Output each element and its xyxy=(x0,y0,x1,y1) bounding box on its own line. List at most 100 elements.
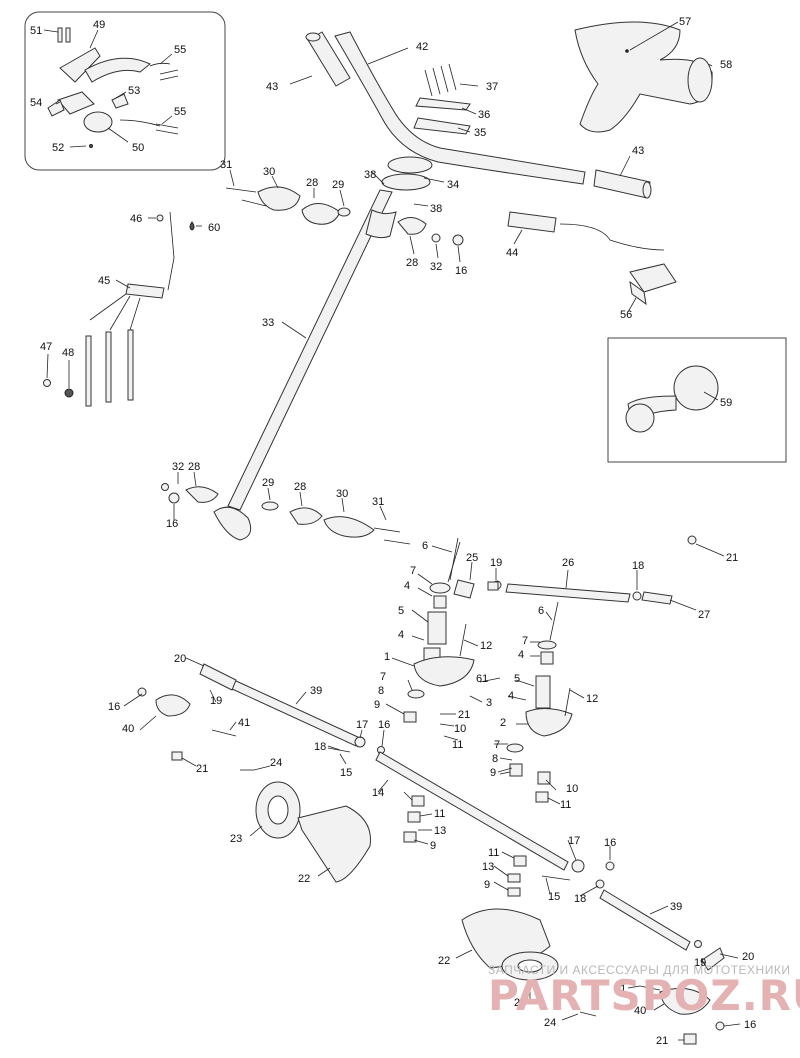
switch-assembly-drawing xyxy=(47,27,179,148)
leader-lines xyxy=(43,21,741,1041)
callout-9b: 9 xyxy=(490,767,496,779)
callout-53: 53 xyxy=(128,85,140,97)
callout-19c: 19 xyxy=(694,957,706,969)
callout-8: 8 xyxy=(378,685,384,697)
callout-36: 36 xyxy=(478,109,490,121)
callout-42: 42 xyxy=(416,41,428,53)
callout-17b: 17 xyxy=(568,835,580,847)
callout-labels: 51 49 55 53 54 50 52 55 57 58 42 43 37 3… xyxy=(30,16,756,1047)
callout-15b: 15 xyxy=(548,891,560,903)
callout-11d: 11 xyxy=(488,847,499,859)
callout-10b: 10 xyxy=(566,783,578,795)
callout-22: 22 xyxy=(298,873,310,885)
callout-7: 7 xyxy=(410,565,416,577)
callout-9d: 9 xyxy=(484,879,490,891)
callout-11b: 11 xyxy=(560,799,571,811)
cable-drawing xyxy=(43,211,195,407)
callout-19b: 19 xyxy=(210,695,222,707)
callout-20b: 20 xyxy=(742,951,754,963)
callout-38b: 38 xyxy=(430,203,442,215)
callout-21b: 21 xyxy=(458,709,470,721)
callout-24b: 24 xyxy=(544,1017,556,1029)
callout-45: 45 xyxy=(98,275,110,287)
callout-55b: 55 xyxy=(174,106,186,118)
callout-18: 18 xyxy=(632,560,644,572)
callout-40: 40 xyxy=(122,723,134,735)
callout-20: 20 xyxy=(174,653,186,665)
callout-28d: 28 xyxy=(294,481,306,493)
callout-29: 29 xyxy=(332,179,344,191)
callout-32: 32 xyxy=(430,261,442,273)
callout-22b: 22 xyxy=(438,955,450,967)
callout-58: 58 xyxy=(720,59,732,71)
callout-15: 15 xyxy=(340,767,352,779)
callout-57: 57 xyxy=(679,16,691,28)
callout-5b: 5 xyxy=(514,673,520,685)
callout-23: 23 xyxy=(230,833,242,845)
callout-31b: 31 xyxy=(372,496,384,508)
callout-19: 19 xyxy=(490,557,502,569)
callout-43: 43 xyxy=(266,81,278,93)
callout-6b: 6 xyxy=(538,605,544,617)
callout-59: 59 xyxy=(720,397,732,409)
callout-12: 12 xyxy=(480,640,492,652)
callout-9c: 9 xyxy=(430,840,436,852)
watermark-logo: PARTSPOZ.RU xyxy=(488,971,800,1020)
callout-49: 49 xyxy=(93,19,105,31)
callout-35: 35 xyxy=(474,127,486,139)
handlebar-drawing xyxy=(305,31,652,199)
callout-7d: 7 xyxy=(494,739,500,751)
callout-34: 34 xyxy=(447,179,459,191)
callout-7c: 7 xyxy=(380,671,386,683)
callout-30b: 30 xyxy=(336,488,348,500)
callout-28: 28 xyxy=(306,177,318,189)
watermark-tagline: ЗАПЧАСТИ И АКСЕССУАРЫ ДЛЯ МОТОТЕХНИКИ xyxy=(488,963,790,977)
callout-41b: 41 xyxy=(614,983,626,995)
callout-16f: 16 xyxy=(744,1019,756,1031)
callout-4b: 4 xyxy=(398,629,404,641)
callout-31: 31 xyxy=(220,159,232,171)
callout-50: 50 xyxy=(132,142,144,154)
callout-27: 27 xyxy=(698,609,710,621)
callout-39: 39 xyxy=(310,685,322,697)
callout-51: 51 xyxy=(30,25,42,37)
callout-13b: 13 xyxy=(482,861,494,873)
callout-30: 30 xyxy=(263,166,275,178)
inset-box-switches xyxy=(24,11,226,171)
callout-12b: 12 xyxy=(586,693,598,705)
callout-16b: 16 xyxy=(166,518,178,530)
callout-28c: 28 xyxy=(188,461,200,473)
callout-26: 26 xyxy=(562,557,574,569)
callout-11c: 11 xyxy=(434,808,445,820)
seat-drawing xyxy=(574,21,713,133)
callout-38: 38 xyxy=(364,169,376,181)
callout-21d: 21 xyxy=(656,1035,668,1047)
callout-47: 47 xyxy=(40,341,52,353)
upper-linkage-drawing xyxy=(225,186,464,246)
callout-32b: 32 xyxy=(172,461,184,473)
inset-box-horn xyxy=(607,337,787,463)
callout-2: 2 xyxy=(500,717,506,729)
callout-4: 4 xyxy=(404,580,410,592)
callout-46: 46 xyxy=(130,213,142,225)
callout-18b: 18 xyxy=(314,741,326,753)
callout-3: 3 xyxy=(486,697,492,709)
callout-1: 1 xyxy=(384,651,390,663)
callout-61: 61 xyxy=(476,673,488,685)
boot-drawing xyxy=(255,781,559,981)
callout-23b: 23 xyxy=(514,997,526,1009)
callout-44: 44 xyxy=(506,247,518,259)
callout-6: 6 xyxy=(422,540,428,552)
callout-41: 41 xyxy=(238,717,250,729)
horn-drawing xyxy=(625,365,719,433)
callout-14: 14 xyxy=(372,787,384,799)
watermark: ЗАПЧАСТИ И АКСЕССУАРЫ ДЛЯ МОТОТЕХНИКИ PA… xyxy=(488,963,800,1020)
callout-13: 13 xyxy=(434,825,446,837)
callout-9: 9 xyxy=(374,699,380,711)
callout-29b: 29 xyxy=(262,477,274,489)
callout-28b: 28 xyxy=(406,257,418,269)
callout-55: 55 xyxy=(174,44,186,56)
callout-16e: 16 xyxy=(604,837,616,849)
callout-5: 5 xyxy=(398,605,404,617)
